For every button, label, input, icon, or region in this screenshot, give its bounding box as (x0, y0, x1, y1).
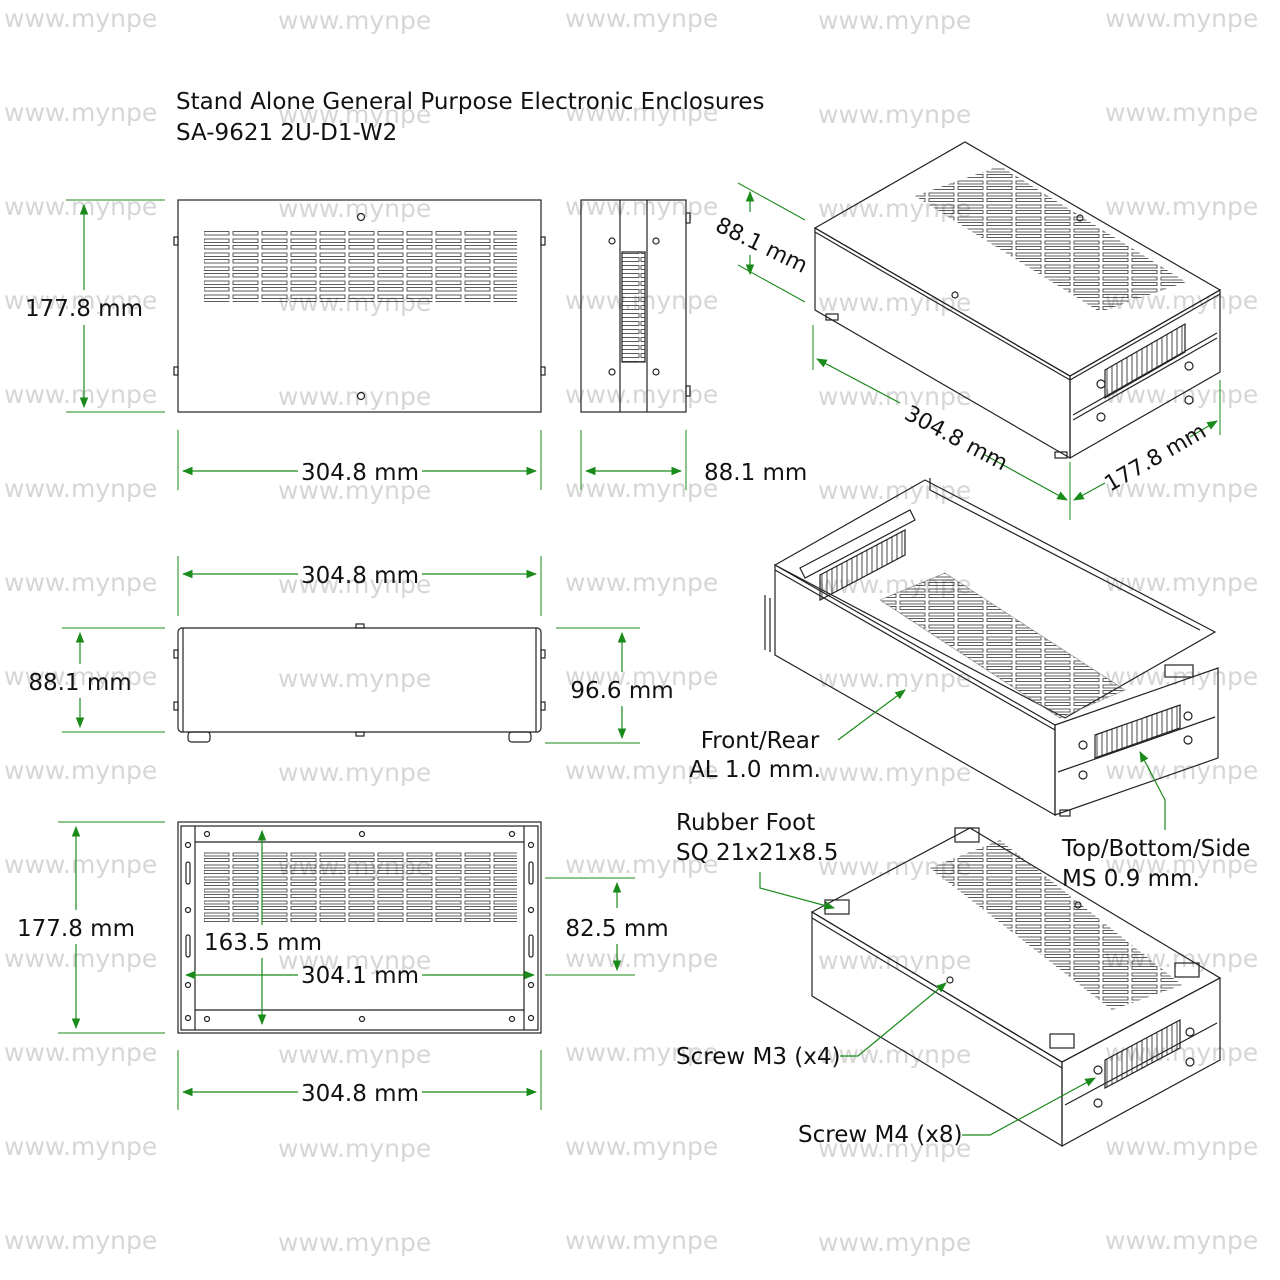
bottom-view-height-dimension: 177.8 mm (17, 821, 165, 1034)
side-view-width-dimension: 88.1 mm (580, 430, 807, 490)
top-view-width-dimension: 304.8 mm (177, 430, 542, 490)
front-view-top-width-dimension: 304.8 mm (177, 556, 542, 616)
callout-top-bottom-side: Top/Bottom/Side MS 0.9 mm. (1061, 751, 1250, 892)
callout-rubber-foot: Rubber Foot SQ 21x21x8.5 (676, 810, 838, 910)
front-view-height-dimension: 88.1 mm (28, 627, 165, 733)
callout-top-bottom-side-line2: MS 0.9 mm. (1062, 866, 1200, 892)
bottom-view-foot-spacing-dimension: 82.5 mm (545, 877, 669, 976)
bottom-view-width-dimension: 304.8 mm (177, 1050, 542, 1110)
bottom-view (177, 821, 542, 1034)
callout-screw-m4: Screw M4 (x8) (798, 1077, 1096, 1148)
dim-bottom-inner-height: 163.5 mm (204, 930, 322, 956)
side-view (580, 199, 691, 413)
callout-screw-m4-text: Screw M4 (x8) (798, 1122, 962, 1148)
callout-screw-m3-text: Screw M3 (x4) (676, 1044, 840, 1070)
front-view-total-height-dimension: 96.6 mm (545, 627, 674, 744)
dim-front-height: 88.1 mm (28, 670, 131, 696)
bottom-view-inner-height-dimension: 163.5 mm (204, 829, 322, 1026)
title-line-2: SA-9621 2U-D1-W2 (176, 120, 397, 146)
title-line-1: Stand Alone General Purpose Electronic E… (176, 89, 765, 115)
iso-view-assembled (813, 141, 1222, 460)
top-view-height-dimension: 177.8 mm (25, 199, 165, 413)
dim-bottom-inner-width: 304.1 mm (301, 963, 419, 989)
dim-side-width: 88.1 mm (704, 460, 807, 486)
dim-iso-width: 304.8 mm (900, 401, 1011, 476)
callout-top-bottom-side-line1: Top/Bottom/Side (1061, 836, 1250, 862)
iso-height-dimension: 88.1 mm (711, 182, 811, 303)
dim-front-width: 304.8 mm (301, 563, 419, 589)
bottom-view-inner-width-dimension: 304.1 mm (184, 963, 536, 989)
dim-top-width: 304.8 mm (301, 460, 419, 486)
dim-bottom-foot-spacing: 82.5 mm (565, 916, 668, 942)
dim-iso-height: 88.1 mm (711, 213, 811, 279)
callout-screw-m3: Screw M3 (x4) (676, 982, 947, 1070)
dim-bottom-width: 304.8 mm (301, 1081, 419, 1107)
iso-view-open (764, 478, 1219, 817)
iso-view-underside (810, 827, 1222, 1148)
dim-bottom-height: 177.8 mm (17, 916, 135, 942)
front-view (173, 623, 546, 743)
dim-top-height: 177.8 mm (25, 296, 143, 322)
iso-depth-dimension: 177.8 mm (1073, 380, 1221, 501)
callout-front-rear-line2: AL 1.0 mm. (689, 757, 821, 783)
callout-rubber-foot-line1: Rubber Foot (676, 810, 815, 836)
dim-front-total-height: 96.6 mm (570, 678, 673, 704)
callout-front-rear: Front/Rear AL 1.0 mm. (689, 689, 906, 783)
callout-front-rear-line1: Front/Rear (701, 728, 820, 754)
top-view (173, 199, 546, 413)
callout-rubber-foot-line2: SQ 21x21x8.5 (676, 840, 838, 866)
